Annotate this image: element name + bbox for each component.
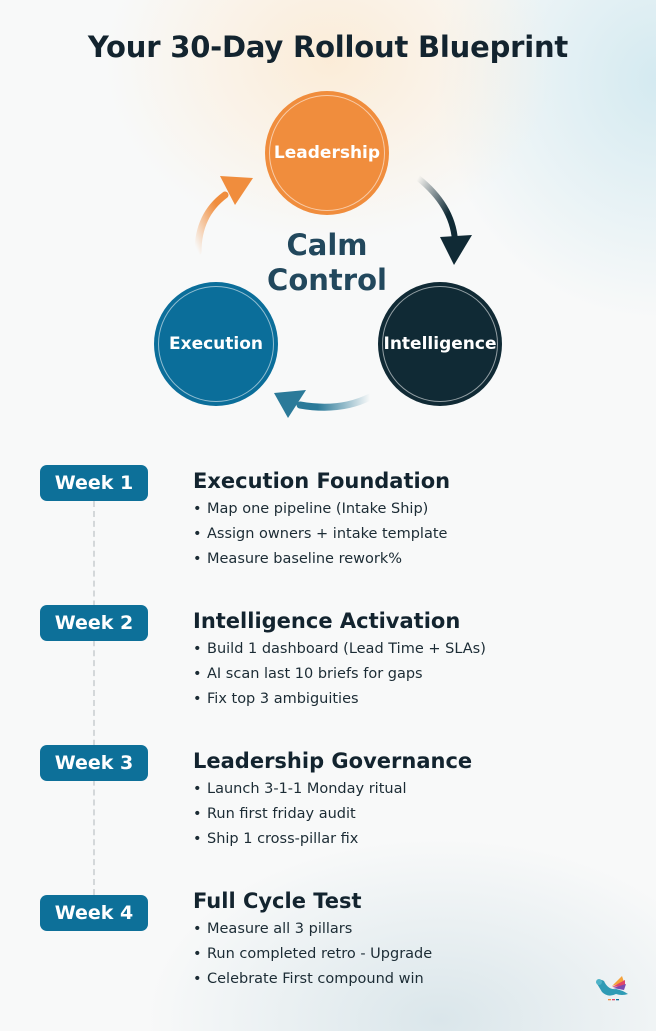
center-line-1: Calm	[286, 228, 368, 262]
arrow-leadership-to-intelligence	[415, 175, 472, 265]
week-heading: Leadership Governance	[193, 749, 473, 773]
cycle-diagram	[194, 175, 472, 418]
week-1-badge: Week 1	[40, 465, 148, 501]
bird-logo-icon	[596, 976, 628, 1001]
task-item: Run first friday audit	[193, 802, 633, 827]
node-leadership: Leadership	[265, 91, 389, 215]
week-4-badge: Week 4	[40, 895, 148, 931]
task-list: Measure all 3 pillars Run completed retr…	[193, 917, 633, 992]
arrow-execution-to-leadership	[194, 176, 253, 256]
task-item: Measure all 3 pillars	[193, 917, 633, 942]
task-item: Build 1 dashboard (Lead Time + SLAs)	[193, 637, 633, 662]
week-heading: Execution Foundation	[193, 469, 451, 493]
task-list: Map one pipeline (Intake Ship) Assign ow…	[193, 497, 633, 572]
node-label: Intelligence	[383, 334, 497, 354]
task-item: Map one pipeline (Intake Ship)	[193, 497, 633, 522]
task-list: Launch 3-1-1 Monday ritual Run first fri…	[193, 777, 633, 852]
timeline-dashed-line	[93, 501, 95, 895]
week-heading: Intelligence Activation	[193, 609, 461, 633]
node-label: Leadership	[273, 143, 381, 163]
task-item: Launch 3-1-1 Monday ritual	[193, 777, 633, 802]
task-item: Celebrate First compound win	[193, 967, 633, 992]
node-label: Execution	[168, 334, 264, 354]
task-list: Build 1 dashboard (Lead Time + SLAs) AI …	[193, 637, 633, 712]
center-line-2: Control	[267, 263, 387, 297]
page-title: Your 30-Day Rollout Blueprint	[87, 30, 569, 64]
cycle-center-label: Calm Control	[227, 228, 427, 298]
week-2-section: Intelligence Activation Build 1 dashboar…	[193, 607, 633, 712]
task-item: AI scan last 10 briefs for gaps	[193, 662, 633, 687]
week-3-section: Leadership Governance Launch 3-1-1 Monda…	[193, 747, 633, 852]
task-item: Ship 1 cross-pillar fix	[193, 827, 633, 852]
week-heading: Full Cycle Test	[193, 889, 362, 913]
week-4-section: Full Cycle Test Measure all 3 pillars Ru…	[193, 887, 633, 992]
task-item: Assign owners + intake template	[193, 522, 633, 547]
node-intelligence: Intelligence	[378, 282, 502, 406]
task-item: Run completed retro - Upgrade	[193, 942, 633, 967]
week-1-section: Execution Foundation Map one pipeline (I…	[193, 467, 633, 572]
arrow-intelligence-to-execution	[274, 390, 374, 418]
week-3-badge: Week 3	[40, 745, 148, 781]
task-item: Measure baseline rework%	[193, 547, 633, 572]
task-item: Fix top 3 ambiguities	[193, 687, 633, 712]
node-execution: Execution	[154, 282, 278, 406]
week-2-badge: Week 2	[40, 605, 148, 641]
